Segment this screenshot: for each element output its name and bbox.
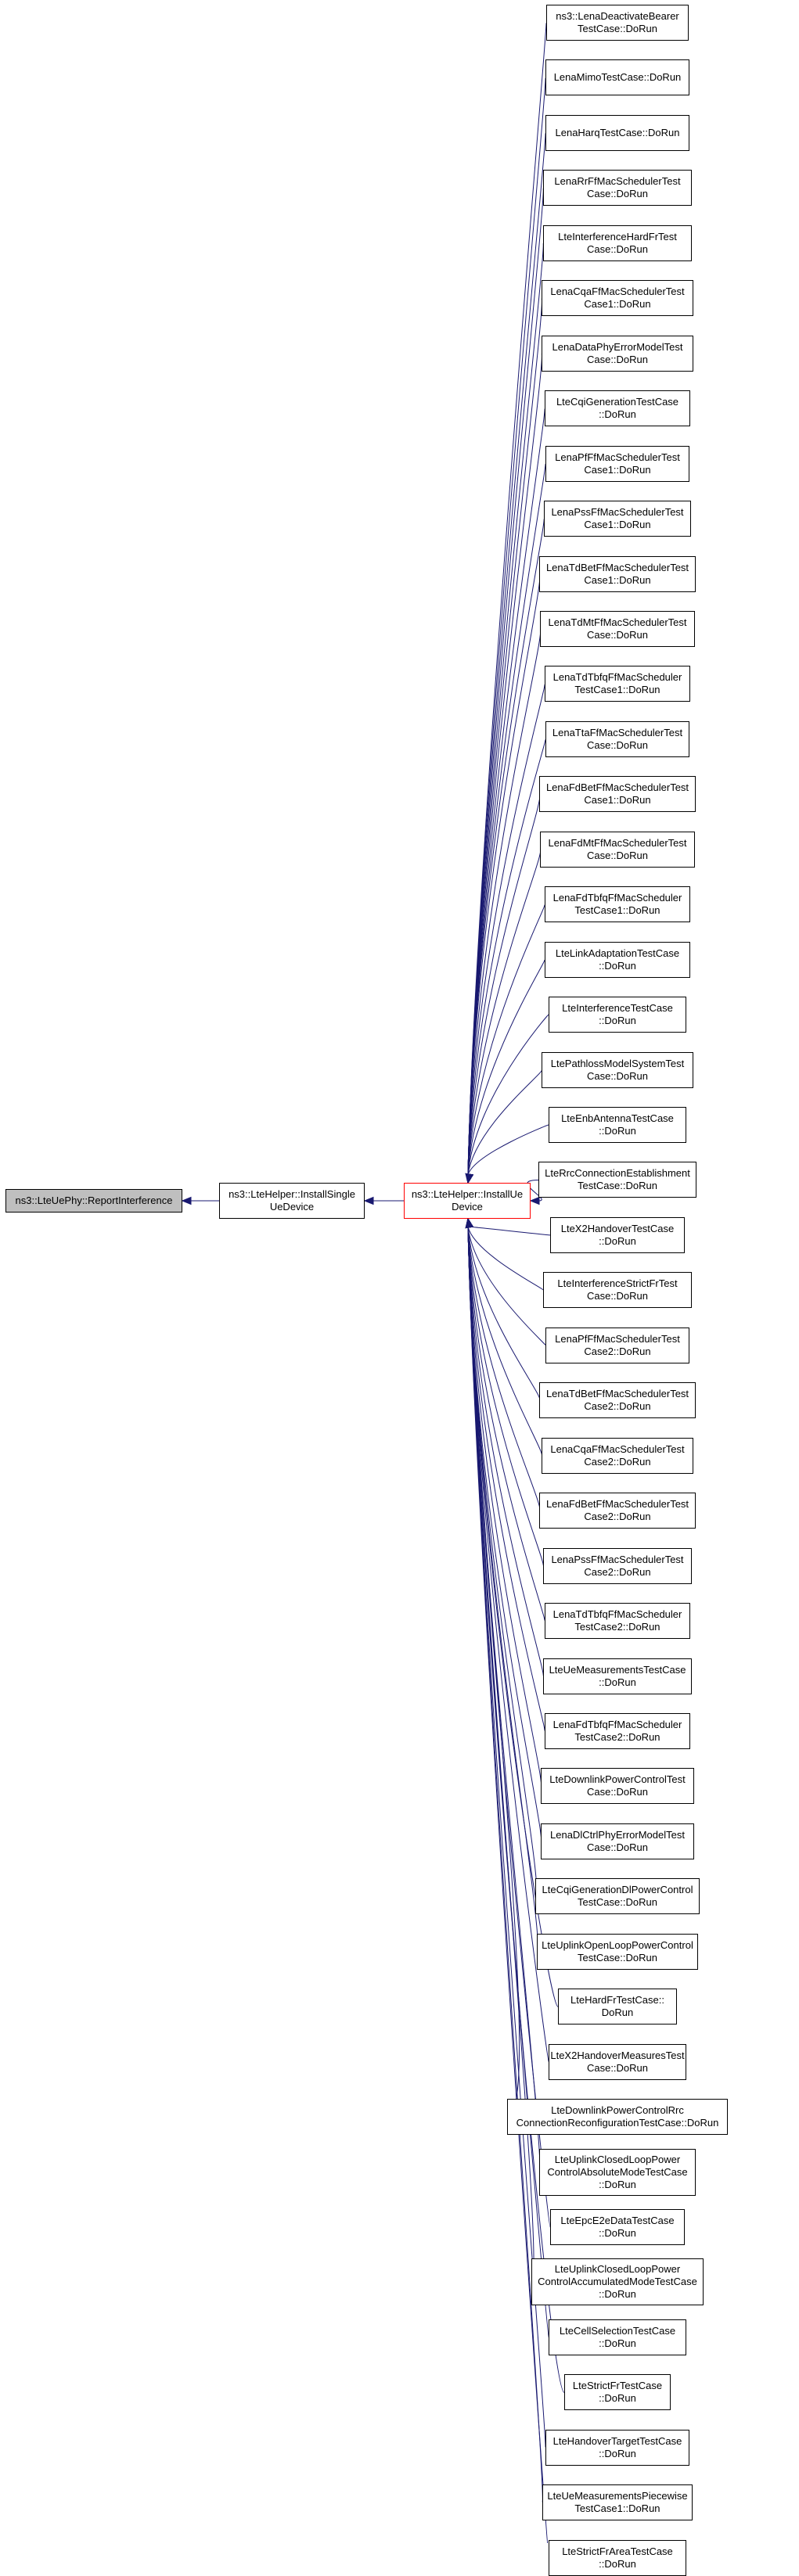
node-lena-data-phy-error-model-test-case-do-run[interactable]: LenaDataPhyErrorModelTest Case::DoRun [542, 336, 693, 372]
node-lte-interference-hard-fr-test-case-do-run[interactable]: LteInterferenceHardFrTest Case::DoRun [543, 225, 692, 261]
edge [467, 628, 542, 1176]
edge [467, 132, 546, 1176]
edge-arrowhead [181, 1196, 192, 1205]
edge [467, 1226, 545, 1622]
edge [527, 1179, 542, 1202]
node-lte-pathloss-model-system-test-case-do-run[interactable]: LtePathlossModelSystemTest Case::DoRun [542, 1052, 693, 1088]
edge [467, 738, 546, 1176]
node-lte-cell-selection-test-case-do-run[interactable]: LteCellSelectionTestCase ::DoRun [549, 2319, 686, 2355]
node-lte-interference-strict-fr-test-case-do-run[interactable]: LteInterferenceStrictFrTest Case::DoRun [543, 1272, 692, 1308]
edge [467, 1226, 542, 1457]
edge [467, 849, 542, 1176]
node-lena-mimo-test-case-do-run[interactable]: LenaMimoTestCase::DoRun [545, 59, 689, 95]
node-lte-uplink-open-loop-power-control-test-case-do-run[interactable]: LteUplinkOpenLoopPowerControl TestCase::… [537, 1934, 698, 1970]
node-lte-cqi-generation-dl-power-control-test-case-do-run[interactable]: LteCqiGenerationDlPowerControl TestCase:… [535, 1878, 700, 1914]
edge [467, 904, 545, 1176]
node-lena-dl-ctrl-phy-error-model-test-case-do-run[interactable]: LenaDlCtrlPhyErrorModelTest Case::DoRun [541, 1823, 694, 1859]
node-lena-pss-ff-mac-scheduler-test-case2-do-run[interactable]: LenaPssFfMacSchedulerTest Case2::DoRun [543, 1548, 692, 1584]
edge [467, 1226, 542, 1842]
edge [467, 1069, 542, 1176]
edge-arrowhead [465, 1173, 473, 1184]
node-lte-ue-measurements-test-case-do-run[interactable]: LteUeMeasurementsTestCase ::DoRun [543, 1658, 692, 1694]
edge [467, 1226, 551, 2228]
node-lte-interference-test-case-do-run[interactable]: LteInterferenceTestCase ::DoRun [549, 997, 686, 1033]
node-lte-hard-fr-test-case-do-run[interactable]: LteHardFrTestCase:: DoRun [558, 1989, 677, 2025]
edge [467, 1226, 541, 1401]
node-lena-pss-ff-mac-scheduler-test-case1-do-run[interactable]: LenaPssFfMacSchedulerTest Case1::DoRun [544, 501, 691, 537]
node-ns3-lena-deactivate-bearer-test-case-do-run[interactable]: ns3::LenaDeactivateBearer TestCase::DoRu… [546, 5, 689, 41]
edge [467, 1226, 545, 1732]
edge [467, 1226, 538, 1953]
node-lena-rr-ff-mac-scheduler-test-case-do-run[interactable]: LenaRrFfMacSchedulerTest Case::DoRun [543, 170, 692, 206]
node-lena-fd-bet-ff-mac-scheduler-test-case1-do-run[interactable]: LenaFdBetFfMacSchedulerTest Case1::DoRun [539, 776, 696, 812]
edge [467, 959, 545, 1176]
node-lte-helper-install-single-ue-device[interactable]: ns3::LteHelper::InstallSingle UeDevice [219, 1183, 365, 1219]
node-lena-tta-ff-mac-scheduler-test-case-do-run[interactable]: LenaTtaFfMacSchedulerTest Case::DoRun [545, 721, 689, 757]
edge [467, 1124, 549, 1176]
edge [467, 1226, 544, 1567]
edge [467, 573, 541, 1176]
node-lte-epc-e2e-data-test-case-do-run[interactable]: LteEpcE2eDataTestCase ::DoRun [550, 2209, 685, 2245]
edge [467, 683, 545, 1176]
edge [467, 518, 545, 1176]
edge [467, 463, 546, 1176]
node-lte-uplink-closed-loop-power-control-accumulated-mode-test-case-do-run[interactable]: LteUplinkClosedLoopPower ControlAccumula… [531, 2258, 704, 2305]
edge [467, 1226, 546, 1346]
node-lte-strict-fr-test-case-do-run[interactable]: LteStrictFrTestCase ::DoRun [564, 2374, 671, 2410]
node-lena-fd-tbfq-ff-mac-scheduler-test-case1-do-run[interactable]: LenaFdTbfqFfMacScheduler TestCase1::DoRu… [545, 886, 690, 922]
node-lena-fd-bet-ff-mac-scheduler-test-case2-do-run[interactable]: LenaFdBetFfMacSchedulerTest Case2::DoRun [539, 1493, 696, 1529]
edge [467, 793, 541, 1176]
edge-arrowhead [465, 1217, 473, 1229]
node-lena-td-bet-ff-mac-scheduler-test-case2-do-run[interactable]: LenaTdBetFfMacSchedulerTest Case2::DoRun [539, 1382, 696, 1418]
node-lena-pf-ff-mac-scheduler-test-case2-do-run[interactable]: LenaPfFfMacSchedulerTest Case2::DoRun [545, 1328, 689, 1363]
node-lte-uplink-closed-loop-power-control-absolute-mode-test-case-do-run[interactable]: LteUplinkClosedLoopPower ControlAbsolute… [539, 2149, 696, 2196]
edge-arrowhead [529, 1196, 540, 1205]
node-lte-x2-handover-measures-test-case-do-run[interactable]: LteX2HandoverMeasuresTest Case::DoRun [549, 2044, 686, 2080]
node-lena-td-tbfq-ff-mac-scheduler-test-case1-do-run[interactable]: LenaTdTbfqFfMacScheduler TestCase1::DoRu… [545, 666, 690, 702]
edge [467, 1226, 544, 1676]
node-lena-cqa-ff-mac-scheduler-test-case2-do-run[interactable]: LenaCqaFfMacSchedulerTest Case2::DoRun [542, 1438, 693, 1474]
edge-arrowhead [363, 1196, 374, 1205]
node-lena-pf-ff-mac-scheduler-test-case1-do-run[interactable]: LenaPfFfMacSchedulerTest Case1::DoRun [545, 446, 689, 482]
node-lte-cqi-generation-test-case-do-run[interactable]: LteCqiGenerationTestCase ::DoRun [545, 390, 690, 426]
node-lte-ue-measurements-piecewise-test-case1-do-run[interactable]: LteUeMeasurementsPiecewise TestCase1::Do… [542, 2484, 693, 2520]
edge [467, 1226, 551, 1236]
edge [467, 1226, 542, 1787]
edge [467, 1226, 544, 1291]
node-lte-downlink-power-control-rrc-connection-reconfiguration-test-case-do-run[interactable]: LteDownlinkPowerControlRrc ConnectionRec… [507, 2099, 728, 2135]
edge [467, 1226, 541, 1511]
node-lte-ue-phy-report-interference: ns3::LteUePhy::ReportInterference [5, 1189, 182, 1213]
node-lena-td-mt-ff-mac-scheduler-test-case-do-run[interactable]: LenaTdMtFfMacSchedulerTest Case::DoRun [540, 611, 695, 647]
node-lena-td-tbfq-ff-mac-scheduler-test-case2-do-run[interactable]: LenaTdTbfqFfMacScheduler TestCase2::DoRu… [545, 1603, 690, 1639]
edge [467, 1014, 549, 1176]
node-lena-harq-test-case-do-run[interactable]: LenaHarqTestCase::DoRun [545, 115, 689, 151]
edge [467, 1226, 549, 2338]
node-lena-fd-mt-ff-mac-scheduler-test-case-do-run[interactable]: LenaFdMtFfMacSchedulerTest Case::DoRun [540, 832, 695, 868]
node-lte-link-adaptation-test-case-do-run[interactable]: LteLinkAdaptationTestCase ::DoRun [545, 942, 690, 978]
node-lte-rrc-connection-establishment-test-case-do-run[interactable]: LteRrcConnectionEstablishment TestCase::… [538, 1162, 696, 1198]
node-lena-cqa-ff-mac-scheduler-test-case1-do-run[interactable]: LenaCqaFfMacSchedulerTest Case1::DoRun [542, 280, 693, 316]
node-lena-td-bet-ff-mac-scheduler-test-case1-do-run[interactable]: LenaTdBetFfMacSchedulerTest Case1::DoRun [539, 556, 696, 592]
node-lte-helper-install-ue-device[interactable]: ns3::LteHelper::InstallUe Device [404, 1183, 531, 1219]
node-lte-downlink-power-control-test-case-do-run[interactable]: LteDownlinkPowerControlTest Case::DoRun [541, 1768, 694, 1804]
node-lena-fd-tbfq-ff-mac-scheduler-test-case2-do-run[interactable]: LenaFdTbfqFfMacScheduler TestCase2::DoRu… [545, 1713, 690, 1749]
node-lte-enb-antenna-test-case-do-run[interactable]: LteEnbAntennaTestCase ::DoRun [549, 1107, 686, 1143]
node-lte-handover-target-test-case-do-run[interactable]: LteHandoverTargetTestCase ::DoRun [545, 2430, 689, 2466]
node-lte-strict-fr-area-test-case-do-run[interactable]: LteStrictFrAreaTestCase ::DoRun [549, 2540, 686, 2576]
node-lte-x2-handover-test-case-do-run[interactable]: LteX2HandoverTestCase ::DoRun [550, 1217, 685, 1253]
